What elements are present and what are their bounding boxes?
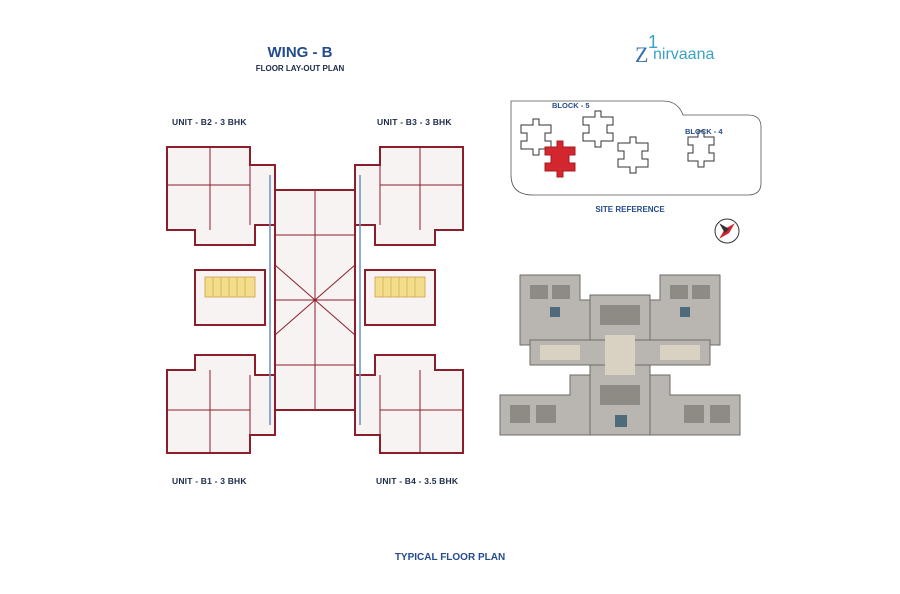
block4-building bbox=[687, 130, 715, 168]
block5-building-d bbox=[617, 136, 649, 174]
unit-label-b3: UNIT - B3 - 3 BHK bbox=[377, 117, 452, 127]
floor-plan-drawing bbox=[166, 146, 464, 454]
unit-label-b2: UNIT - B2 - 3 BHK bbox=[172, 117, 247, 127]
site-reference-label: SITE REFERENCE bbox=[595, 205, 665, 214]
compass-icon bbox=[714, 218, 740, 244]
unit-b1-outline bbox=[166, 354, 276, 454]
unit-b3-outline bbox=[354, 146, 464, 246]
wing-title: WING - B bbox=[267, 44, 333, 61]
unit-b4-outline bbox=[354, 354, 464, 454]
wing-b-highlight bbox=[544, 140, 576, 178]
3d-floor-render bbox=[499, 274, 741, 436]
block-5-label: BLOCK - 5 bbox=[552, 101, 590, 110]
floor-layout-subtitle: FLOOR LAY-OUT PLAN bbox=[255, 64, 345, 73]
unit-label-b1: UNIT - B1 - 3 BHK bbox=[172, 476, 247, 486]
typical-floor-plan-label: TYPICAL FLOOR PLAN bbox=[394, 552, 506, 563]
unit-label-b4: UNIT - B4 - 3.5 BHK bbox=[376, 476, 459, 486]
logo-name: nirvaana bbox=[653, 46, 715, 63]
brand-logo: Z 1 nirvaana bbox=[635, 32, 755, 72]
site-reference-map bbox=[510, 100, 762, 196]
logo-one: 1 bbox=[648, 32, 659, 52]
block5-building-c bbox=[582, 110, 614, 148]
unit-b2-outline bbox=[166, 146, 276, 246]
logo-z: Z bbox=[635, 42, 649, 67]
block-4-label: BLOCK - 4 bbox=[685, 127, 723, 136]
